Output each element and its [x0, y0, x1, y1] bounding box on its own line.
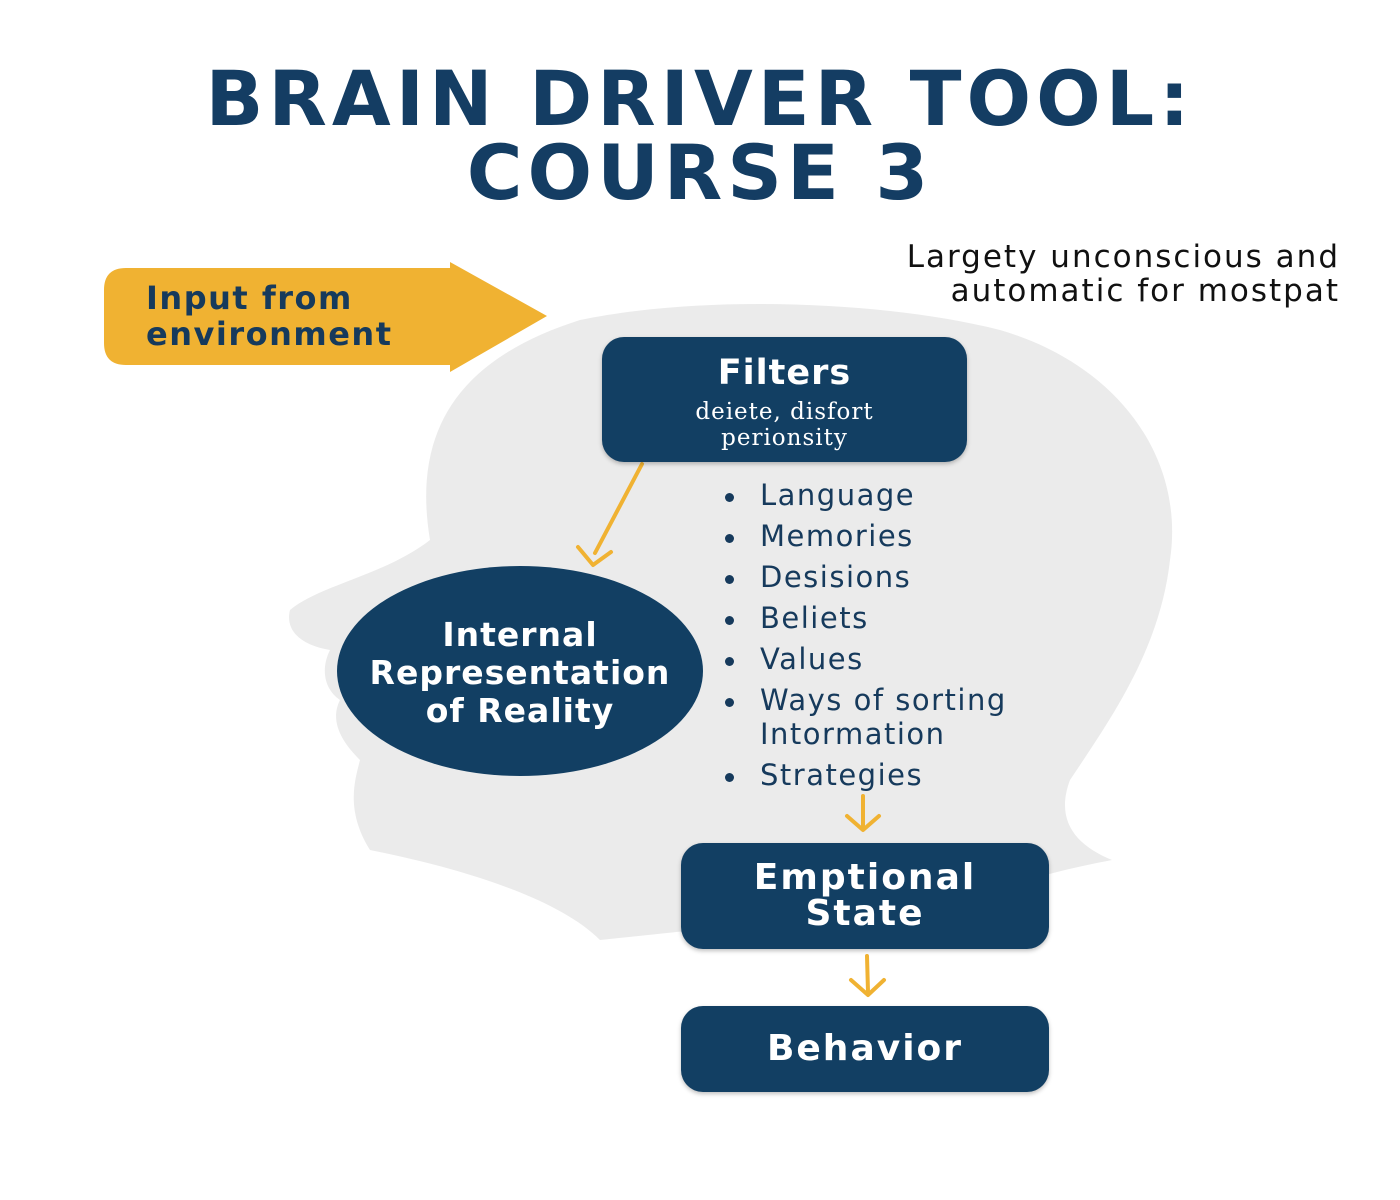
- note-line-1: Largety unconscious and: [906, 239, 1340, 275]
- list-to-emotional-arrow-icon: [845, 794, 881, 832]
- internal-line-2: Representation: [369, 653, 671, 692]
- input-label: Input from environment: [146, 280, 392, 352]
- list-item: Values: [722, 642, 1140, 676]
- title-line-1: BRAIN DRIVER TOOL:: [205, 54, 1195, 143]
- list-item: Desisions: [722, 560, 1140, 594]
- emotional-state-box: Emptional State: [681, 843, 1049, 949]
- list-item: Language: [722, 478, 1140, 512]
- input-arrow-icon: [104, 262, 547, 372]
- emotional-line-1: Emptional: [753, 857, 977, 898]
- internal-line-1: Internal: [442, 615, 598, 654]
- note-line-2: automatic for mostpat: [950, 273, 1340, 309]
- unconscious-note: Largety unconscious and automatic for mo…: [700, 240, 1340, 308]
- title-line-2: COURSE 3: [466, 128, 934, 217]
- page-title: BRAIN DRIVER TOOL: COURSE 3: [0, 54, 1400, 217]
- filter-list: Language Memories Desisions Beliets Valu…: [722, 478, 1140, 799]
- emotional-line-2: State: [805, 893, 925, 934]
- filters-subtitle-line-1: deiete, disfort: [695, 399, 874, 425]
- filters-to-internal-arrow-icon: [576, 462, 644, 567]
- behavior-box: Behavior: [681, 1006, 1049, 1092]
- list-item: Ways of sorting Intormation: [722, 683, 1100, 751]
- input-line-2: environment: [146, 315, 393, 353]
- list-item: Strategies: [722, 758, 1140, 792]
- filters-subtitle-line-2: perionsity: [721, 425, 848, 451]
- emotional-to-behavior-arrow-icon: [849, 954, 886, 997]
- input-line-1: Input from: [146, 279, 353, 317]
- internal-line-3: of Reality: [425, 691, 615, 730]
- list-item: Memories: [722, 519, 1140, 553]
- filters-box: Filters deiete, disfort perionsity: [602, 337, 967, 462]
- internal-representation-circle: Internal Representation of Reality: [337, 566, 703, 776]
- filters-title: Filters: [717, 353, 852, 393]
- list-item: Beliets: [722, 601, 1140, 635]
